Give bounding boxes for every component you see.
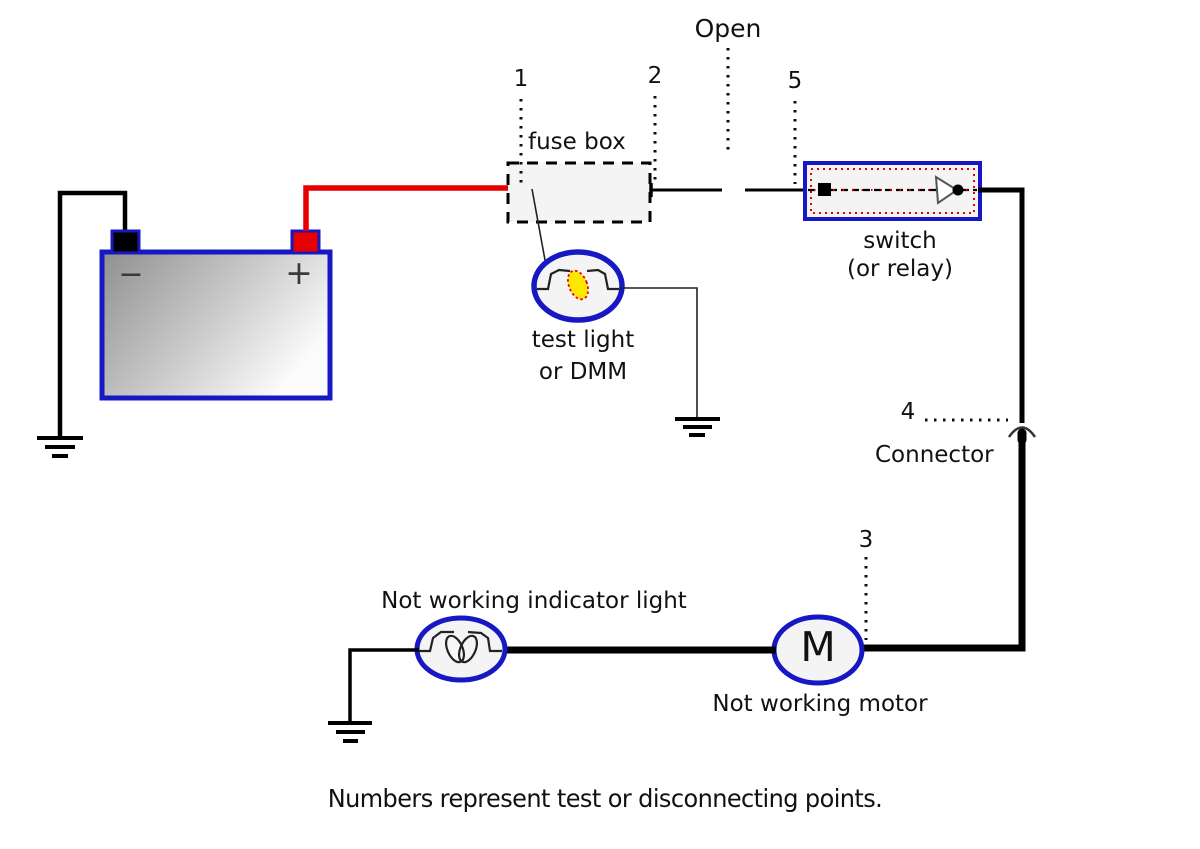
- switch-label-line1: switch: [863, 228, 937, 254]
- fuse-box: [506, 161, 652, 224]
- ground-symbol-indicator: [328, 721, 372, 743]
- test-light-label-line2: or DMM: [538, 359, 628, 385]
- test-point-2: 2: [647, 63, 663, 89]
- test-light-filament: [537, 268, 619, 301]
- wire-fuse-to-testlight: [531, 188, 548, 272]
- switch-contact-right: [952, 184, 964, 196]
- indicator-light-label: Not working indicator light: [381, 588, 687, 614]
- switch-contact-left: [818, 183, 831, 196]
- open-label: Open: [694, 14, 762, 43]
- motor-symbol: M: [800, 623, 836, 671]
- negative-battery-wire: [57, 190, 128, 437]
- wire-testlight-to-ground: [620, 287, 698, 417]
- indicator-filament: [419, 630, 502, 664]
- ground-symbol-testlight: [675, 417, 720, 437]
- fuse-box-label: fuse box: [528, 129, 626, 155]
- battery-negative-sign: −: [118, 257, 144, 292]
- test-point-4: 4: [900, 399, 916, 425]
- ground-symbol-battery: [37, 436, 83, 458]
- test-light-label-line1: test light: [531, 327, 635, 353]
- connector-label: Connector: [875, 442, 994, 468]
- battery-positive-terminal: [290, 229, 321, 255]
- test-light-glow: [567, 269, 589, 301]
- wire-switch-to-connector: [978, 187, 1025, 423]
- test-point-3: 3: [858, 527, 874, 553]
- wire-connector-to-motor: [860, 436, 1026, 652]
- test-point-1: 1: [513, 66, 529, 92]
- switch-label-line2: (or relay): [847, 256, 953, 282]
- switch-box: [803, 161, 982, 221]
- positive-battery-wire: [303, 185, 533, 231]
- caption: Numbers represent test or disconnecting …: [327, 784, 883, 813]
- test-point-5: 5: [787, 68, 803, 94]
- battery-positive-sign: +: [285, 253, 313, 292]
- motor-label: Not working motor: [712, 691, 928, 717]
- wire-indicator-to-ground: [348, 648, 419, 722]
- battery: [99, 249, 333, 401]
- switch-blade: [934, 175, 959, 205]
- battery-negative-terminal: [110, 229, 141, 255]
